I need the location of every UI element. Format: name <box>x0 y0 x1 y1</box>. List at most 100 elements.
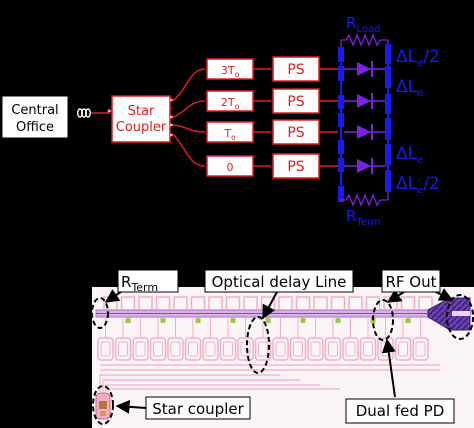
electrode-pad <box>295 296 311 309</box>
svg-text:Optical delay Line: Optical delay Line <box>212 273 347 291</box>
photodiode-feed-lines <box>319 68 338 167</box>
svg-text:RTerm: RTerm <box>121 273 158 294</box>
electrode-pad <box>138 296 153 309</box>
r-term-label: RTerm <box>346 207 381 228</box>
line-section-label: ΔLe <box>396 144 423 166</box>
electrode-pad <box>243 296 258 309</box>
svg-text:PS: PS <box>287 159 304 175</box>
photodiode-marker <box>160 318 166 323</box>
delay-loop-inner <box>223 341 233 357</box>
delay-loop-inner <box>100 341 111 357</box>
delay-element: 2To <box>206 90 254 112</box>
svg-text:2To: 2To <box>221 96 240 111</box>
central-office-label: Central <box>11 103 58 118</box>
delay-element: 0 <box>206 155 254 177</box>
photodiode-marker <box>300 318 306 323</box>
callout-star-coupler: Star coupler <box>145 396 251 420</box>
delay-loop-inner <box>345 341 356 357</box>
delay-loop-inner <box>363 341 373 357</box>
electrode-pad <box>208 296 223 309</box>
electrode-pad <box>278 296 293 309</box>
delay-loop-inner <box>258 341 268 357</box>
delay-loop-inner <box>188 341 198 357</box>
photodiode-icon <box>344 61 385 77</box>
electrode-pad <box>225 296 241 309</box>
delay-element: 3To <box>206 58 254 80</box>
photodiode-icon <box>344 93 385 109</box>
electrode-pad <box>190 296 206 309</box>
delay-line-callout-ring <box>246 316 270 374</box>
r-load-label: RLoad <box>346 14 380 35</box>
delay-loop-inner <box>135 341 146 357</box>
svg-text:PS: PS <box>287 94 304 110</box>
optical-delay-loops <box>97 317 429 361</box>
delay-element: To <box>206 121 254 143</box>
termination-resistor-icon <box>340 192 389 207</box>
star-coupler-callout-ring <box>92 385 114 425</box>
callout-optical-delay-line: Optical delay Line <box>204 269 354 293</box>
central-office-box <box>1 95 69 139</box>
phase-shifter: PS <box>272 56 320 82</box>
electrode-pad <box>260 296 276 309</box>
line-section-label: ΔLe/2 <box>396 47 440 69</box>
electrode-pad <box>348 296 363 309</box>
star-coupler-label: Coupler <box>116 120 167 135</box>
fan-out-fibers <box>173 68 206 167</box>
photodiode-marker <box>335 318 341 323</box>
line-section-label: ΔLe <box>396 77 423 99</box>
delay-loop-inner <box>398 341 408 357</box>
photodiode-marker <box>230 318 236 323</box>
star-coupler-label: Star <box>128 104 155 119</box>
photodiode-marker <box>370 318 376 323</box>
svg-text:Dual fed PD: Dual fed PD <box>356 402 445 420</box>
star-coupler-box <box>111 95 171 143</box>
callout-r-term: RTerm <box>117 269 179 294</box>
callout-rf-out: RF Out <box>381 269 441 293</box>
svg-text:Star coupler: Star coupler <box>152 400 244 418</box>
chip-layout: RTerm Optical delay Line RF Out Star cou… <box>91 269 474 428</box>
electrode-pad <box>365 296 381 309</box>
phase-shifter: PS <box>272 153 320 179</box>
electrode-pad <box>173 296 188 309</box>
delay-loop-inner <box>310 341 321 357</box>
electrode-pad <box>330 296 346 309</box>
delay-loop-inner <box>205 341 216 357</box>
delay-loop-inner <box>118 341 128 357</box>
svg-text:PS: PS <box>287 125 304 141</box>
transmission-line <box>338 44 391 202</box>
delay-loop-inner <box>153 341 163 357</box>
line-section-label: ΔLe/2 <box>396 174 440 196</box>
photodiode-marker <box>195 318 201 323</box>
photodiode-marker <box>265 318 271 323</box>
schematic: Central Office Star Coupler <box>1 14 440 228</box>
svg-text:RF Out: RF Out <box>385 273 436 291</box>
electrode-pad <box>120 296 136 309</box>
phase-shifter: PS <box>272 119 320 145</box>
svg-text:PS: PS <box>287 62 304 78</box>
delay-loop-inner <box>328 341 338 357</box>
star-coupler-device <box>95 392 111 420</box>
r-term-callout-ring <box>91 297 109 329</box>
electrode-pad <box>400 296 416 309</box>
delay-loop-inner <box>415 341 426 357</box>
rf-out-callout-ring <box>446 294 474 340</box>
delay-connectors <box>253 68 271 167</box>
load-resistor-icon <box>340 33 389 47</box>
photodiode-icon <box>344 158 385 174</box>
waveguide-routing <box>99 364 440 392</box>
delay-loop-inner <box>170 341 181 357</box>
photodiode-marker <box>405 318 411 323</box>
phase-shifter: PS <box>272 88 320 114</box>
central-office-label: Office <box>16 120 54 135</box>
electrode-pad <box>313 296 328 309</box>
delay-loop-inner <box>275 341 286 357</box>
svg-text:To: To <box>223 127 236 142</box>
svg-text:3To: 3To <box>221 64 240 79</box>
svg-text:0: 0 <box>227 161 234 174</box>
photodiode-icon <box>344 124 385 140</box>
electrode-pad <box>155 296 171 309</box>
fiber-coil-icon <box>76 108 91 118</box>
electrode-pad <box>418 296 433 309</box>
delay-loop-inner <box>240 341 251 357</box>
